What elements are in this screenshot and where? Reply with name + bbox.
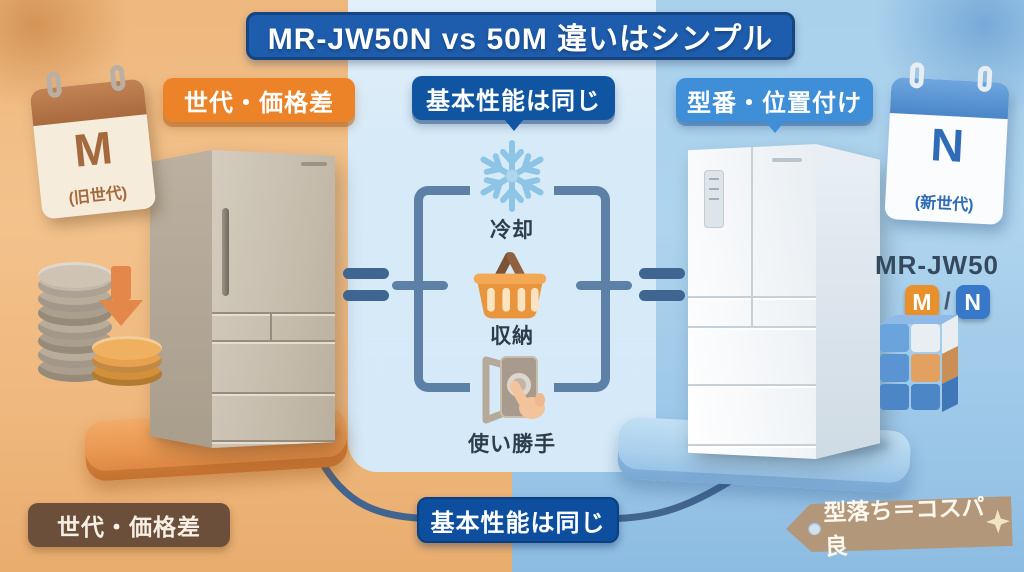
price-tag-label: 型落ち＝コスパ良 [823, 494, 985, 560]
button-press-icon [482, 356, 545, 424]
old-generation-calendar-icon: M (旧世代) [29, 64, 157, 220]
left-bottom-badge: 世代・価格差 [28, 503, 230, 547]
center-bottom-badge-label: 基本性能は同じ [430, 509, 606, 537]
left-top-badge-label: 世代・価格差 [184, 89, 334, 117]
fridge-control-panel [704, 170, 724, 228]
calendar-ring-icon [977, 65, 993, 93]
drawer-divider [751, 296, 753, 326]
building-blocks-icon [880, 315, 958, 412]
fridge-front-face [688, 144, 816, 459]
right-top-badge: 型番・位置付け [676, 78, 873, 133]
variant-n-block: N [955, 285, 990, 319]
left-bottom-badge-label: 世代・価格差 [57, 514, 201, 540]
french-door-split [751, 144, 753, 296]
speech-tail [764, 121, 785, 133]
door-seam [212, 440, 335, 442]
model-variant-row: M / N [905, 285, 990, 319]
title-banner: MR-JW50N vs 50M 違いはシンプル [246, 12, 795, 60]
calendar-header [889, 77, 1010, 120]
door-seam [688, 444, 816, 446]
snowflake-icon [472, 140, 552, 216]
door-seam [212, 340, 335, 342]
variant-separator: / [944, 288, 951, 315]
variant-m-block: M [905, 285, 939, 319]
center-top-badge: 基本性能は同じ [412, 76, 615, 131]
fridge-logo-mark [772, 158, 802, 162]
calendar-ring-icon [909, 61, 925, 89]
door-seam [688, 384, 816, 386]
right-bracket-stub [576, 281, 632, 290]
calendar-caption: (旧世代) [67, 184, 129, 208]
center-top-badge-label: 基本性能は同じ [426, 87, 601, 115]
speech-tail [503, 119, 524, 131]
calendar-ring-icon [45, 71, 63, 99]
feature-label-usability: 使い勝手 [468, 433, 556, 456]
model-name: MR-JW50 [874, 250, 999, 280]
fridge-front-face [212, 150, 335, 448]
new-model-fridge [688, 144, 880, 459]
basket-icon [473, 252, 547, 319]
feature-label-cooling: 冷却 [490, 219, 534, 242]
fridge-logo-mark [301, 162, 327, 166]
feature-label-storage: 収納 [490, 325, 534, 348]
drawer-divider [270, 312, 272, 340]
calendar-ring-icon [109, 64, 127, 92]
center-bottom-badge: 基本性能は同じ [417, 497, 619, 543]
sparkle-icon [985, 509, 1010, 534]
old-model-fridge [150, 150, 335, 448]
left-top-badge: 世代・価格差 [163, 78, 355, 122]
page-title: MR-JW50N vs 50M 違いはシンプル [267, 23, 774, 56]
new-generation-calendar-icon: N (新世代) [884, 61, 1010, 225]
fridge-door-handle [222, 208, 229, 296]
fridge-side-face [816, 144, 880, 459]
price-tag-badge: 型落ち＝コスパ良 [785, 494, 1013, 560]
right-top-badge-label: 型番・位置付け [687, 89, 862, 117]
calendar-letter: M [71, 121, 115, 177]
calendar-caption: (新世代) [914, 194, 974, 215]
equals-icon [343, 268, 389, 301]
door-seam [212, 392, 335, 394]
calendar-letter: N [929, 118, 966, 172]
fridge-side-face [150, 150, 212, 448]
equals-icon [639, 268, 685, 301]
price-drop-arrow-icon [99, 266, 143, 326]
door-seam [688, 326, 816, 328]
left-bracket-stub [392, 281, 448, 290]
door-seam [212, 312, 335, 314]
